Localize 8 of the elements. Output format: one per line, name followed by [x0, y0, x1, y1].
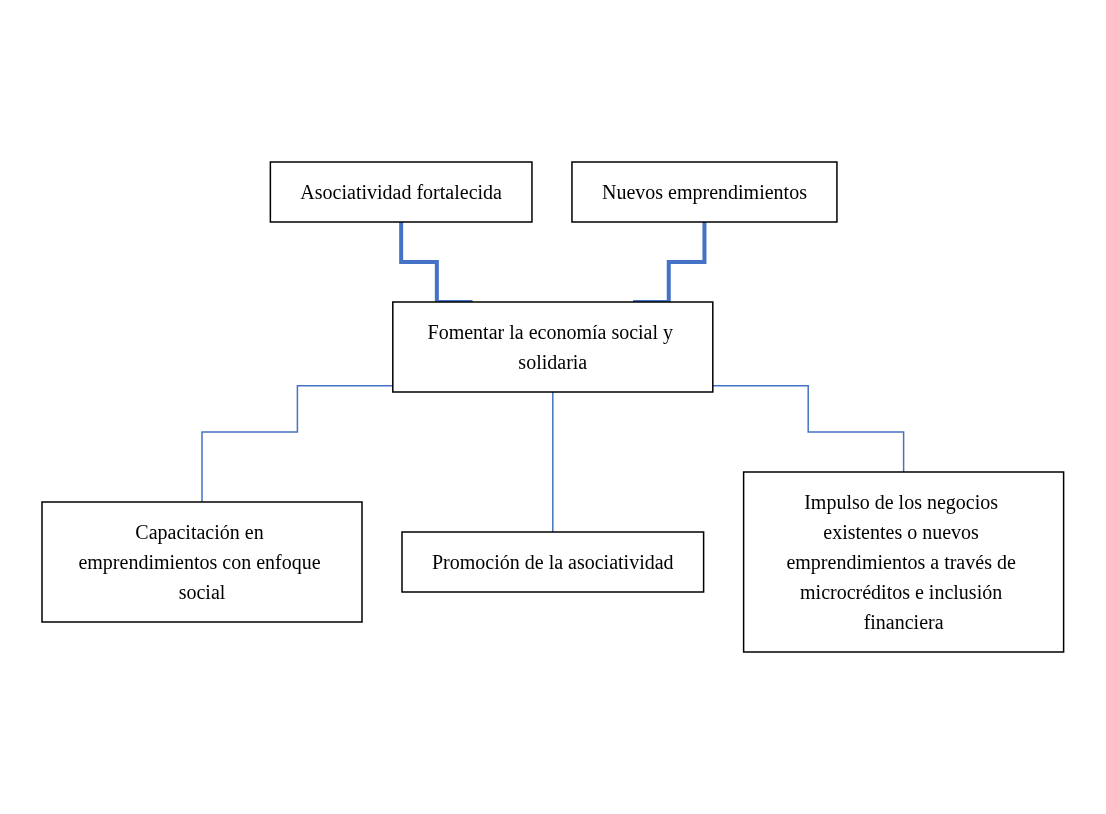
node-box: Fomentar la economía social y solidaria [392, 301, 714, 393]
connector [712, 385, 905, 473]
node-box: Impulso de los negocios existentes o nuevos emprendimientos a través de microcréditos e inclusión financiera [743, 471, 1065, 653]
node-box: Capacitación en emprendimientos con enfoque social [41, 501, 363, 623]
node-box: Nuevos emprendimientos [571, 161, 838, 223]
node-box: Asociatividad fortalecida [269, 161, 533, 223]
connector [552, 391, 554, 533]
node-box: Promoción de la asociatividad [401, 531, 705, 593]
